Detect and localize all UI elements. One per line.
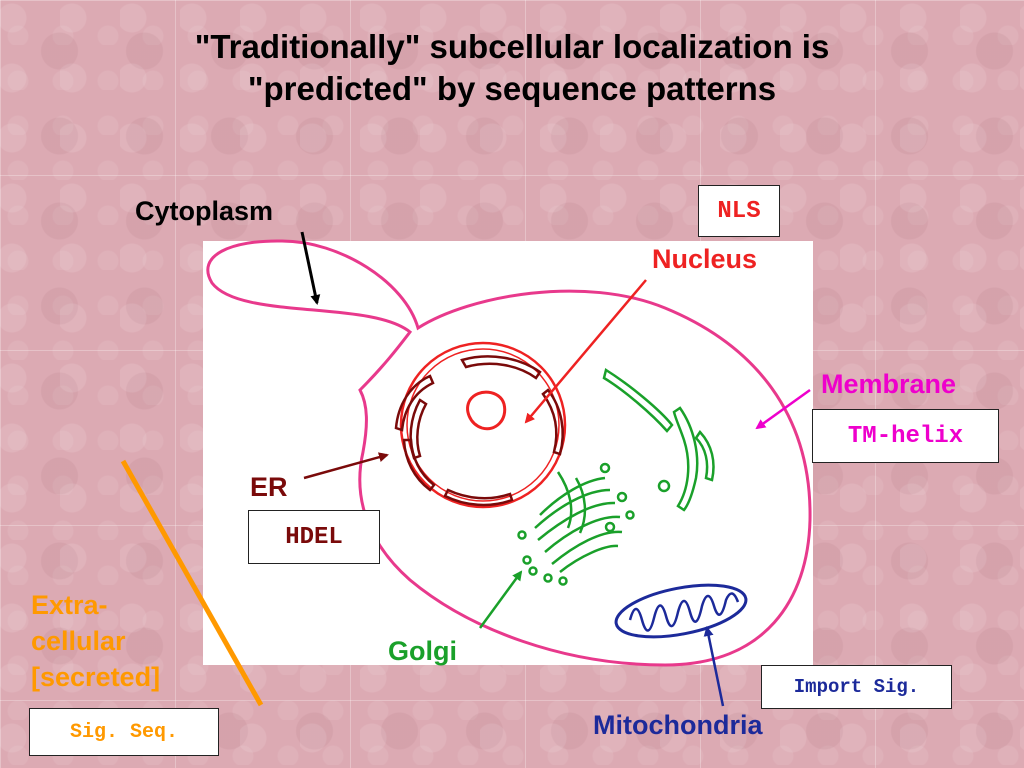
- er-arrow: [303, 452, 389, 480]
- nls-signal-box: NLS: [698, 185, 780, 237]
- sig-seq-signal-text: Sig. Seq.: [69, 720, 179, 744]
- cell-membrane-outline: [206, 239, 812, 667]
- import-sig-signal-text: Import Sig.: [793, 676, 920, 698]
- hdel-signal-text: HDEL: [285, 523, 343, 551]
- nls-signal-text: NLS: [717, 197, 761, 225]
- golgi-label: Golgi: [388, 636, 457, 666]
- membrane-label: Membrane: [821, 369, 957, 399]
- hdel-signal-box: HDEL: [248, 510, 380, 564]
- tm-helix-signal-text: TM-helix: [847, 422, 964, 450]
- nucleus-envelope: [399, 341, 567, 509]
- extracellular-label-line-3: [secreted]: [31, 662, 161, 692]
- title-line-2: "predicted" by sequence patterns: [247, 70, 777, 107]
- endoplasmic-reticulum: [394, 355, 564, 507]
- cytoplasm-label: Cytoplasm: [135, 196, 274, 226]
- nucleus-inner-membrane: [406, 348, 560, 502]
- sig-seq-signal-box: Sig. Seq.: [29, 708, 219, 756]
- cytoplasm-arrow: [300, 231, 321, 305]
- slide-title: "Traditionally" subcellular localization…: [0, 26, 1024, 110]
- title-line-1: "Traditionally" subcellular localization…: [194, 28, 830, 65]
- mitochondria-label: Mitochondria: [593, 710, 763, 740]
- mitochondrion: [614, 583, 748, 639]
- er-label: ER: [250, 472, 288, 502]
- nucleus-label: Nucleus: [652, 244, 758, 274]
- tm-helix-signal-box: TM-helix: [812, 409, 999, 463]
- extracellular-line: [120, 459, 264, 707]
- membrane-arrow: [755, 388, 811, 430]
- golgi-arrow: [478, 570, 523, 629]
- nucleolus: [466, 390, 507, 431]
- extracellular-label-line-2: cellular: [31, 626, 126, 656]
- nucleus-arrow: [524, 279, 647, 424]
- mitochondria-arrow: [703, 626, 725, 707]
- import-sig-signal-box: Import Sig.: [761, 665, 952, 709]
- tubular-membranes: [602, 368, 715, 512]
- golgi-apparatus: [517, 462, 671, 586]
- extracellular-label-line-1: Extra-: [31, 590, 108, 620]
